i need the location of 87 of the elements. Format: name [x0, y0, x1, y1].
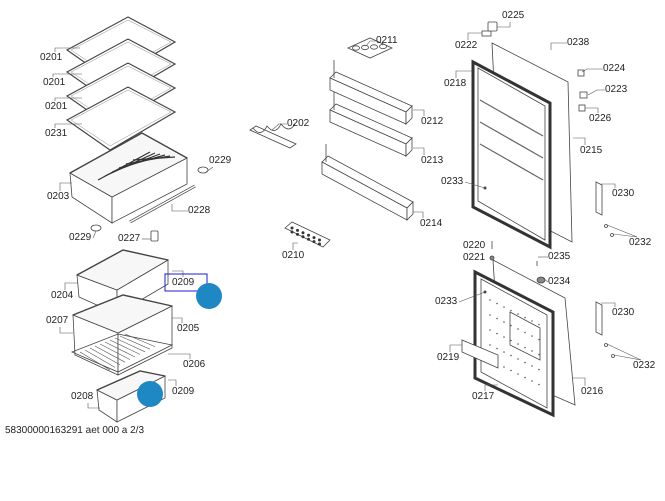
leader-line — [600, 184, 616, 188]
leader-line — [52, 74, 82, 78]
callout-number: 0201 — [40, 52, 62, 64]
leader-line — [412, 148, 424, 156]
callout-number: 0223 — [605, 84, 628, 96]
leader-line — [572, 138, 586, 146]
callout-number: 0214 — [420, 218, 442, 230]
callout-number: 0235 — [548, 251, 570, 263]
callout-number: 0210 — [282, 250, 304, 262]
leader-line — [458, 292, 486, 302]
callout-number: 0220 — [463, 240, 486, 252]
callout-number: 0230 — [612, 188, 634, 200]
callout-number: 0229 — [69, 232, 92, 244]
callout-number: 0208 — [71, 391, 94, 403]
leader-line — [582, 68, 604, 72]
callout-number: 0202 — [287, 118, 310, 130]
leader-line — [54, 48, 80, 52]
callout-number: 0225 — [502, 10, 524, 22]
leader-line — [206, 166, 214, 172]
leader-line — [60, 326, 74, 334]
leader-line — [172, 204, 188, 212]
callout-number: 0211 — [376, 35, 398, 47]
callout-number: 0216 — [581, 386, 604, 398]
callout-number: 0207 — [46, 315, 68, 327]
callout-number: 0232 — [629, 237, 652, 249]
leader-line — [464, 182, 486, 188]
callout-number: 0206 — [183, 359, 206, 371]
leader-line — [272, 124, 288, 130]
leader-line — [612, 234, 638, 238]
leader-line — [542, 278, 548, 282]
leader-line — [412, 110, 424, 116]
callout-number: 0219 — [437, 352, 460, 364]
callout-number: 0229 — [209, 155, 232, 167]
leader-line — [606, 224, 638, 238]
callout-number: 0205 — [177, 323, 200, 335]
callout-number: 0201 — [45, 101, 68, 113]
leader-line — [88, 402, 100, 408]
leader-line — [456, 70, 472, 78]
callout-number: 0215 — [580, 145, 602, 157]
callout-number: 0201 — [43, 77, 66, 89]
callout-number: 0227 — [118, 233, 140, 245]
leader-line — [168, 354, 190, 360]
leader-line — [142, 238, 152, 240]
leader-line — [584, 108, 598, 114]
callout-number: 0238 — [567, 37, 590, 49]
callout-number: 0209 — [172, 386, 194, 398]
callout-number: 0212 — [421, 116, 444, 128]
callout-number: 0217 — [472, 391, 494, 403]
leader-line — [538, 256, 548, 258]
leader-line — [450, 344, 462, 352]
leader-line — [64, 282, 78, 290]
leader-line — [468, 32, 482, 40]
leader-line — [572, 378, 586, 386]
leader-line — [550, 42, 568, 50]
callout-number: 0233 — [435, 296, 458, 308]
leader-line — [412, 212, 424, 218]
leader-line — [496, 22, 510, 28]
callout-number: 0232 — [633, 360, 656, 372]
leader-line — [172, 270, 184, 278]
leader-line — [54, 124, 82, 128]
callout-number: 0226 — [589, 113, 612, 125]
callout-number: 0224 — [603, 63, 626, 75]
callout-number: 0221 — [463, 252, 486, 264]
callout-number: 0231 — [45, 128, 68, 140]
leader-line — [600, 302, 616, 308]
callout-number: 0218 — [444, 78, 466, 90]
leader-line — [92, 230, 96, 238]
callout-number: 0222 — [455, 40, 478, 52]
callout-number: 0234 — [548, 276, 570, 288]
callout-number: 0204 — [51, 290, 74, 302]
leader-line — [606, 344, 642, 360]
leader-line — [60, 182, 72, 192]
callout-number: 0230 — [612, 307, 634, 319]
callout-number: 0233 — [441, 176, 464, 188]
leader-line — [614, 354, 642, 360]
drawing-number: 58300000163291 aet 000 a 2/3 — [5, 425, 144, 437]
leader-line — [54, 98, 82, 102]
callout-number: 0228 — [188, 205, 210, 217]
leader-line — [292, 242, 298, 250]
callout-number: 0209 — [172, 277, 194, 289]
callout-number: 0203 — [47, 191, 70, 203]
leader-line — [172, 318, 182, 324]
leader-line — [484, 384, 498, 392]
callout-number: 0213 — [421, 155, 444, 167]
leader-line — [168, 380, 176, 386]
leader-line — [366, 40, 376, 46]
leader-line — [588, 90, 606, 96]
